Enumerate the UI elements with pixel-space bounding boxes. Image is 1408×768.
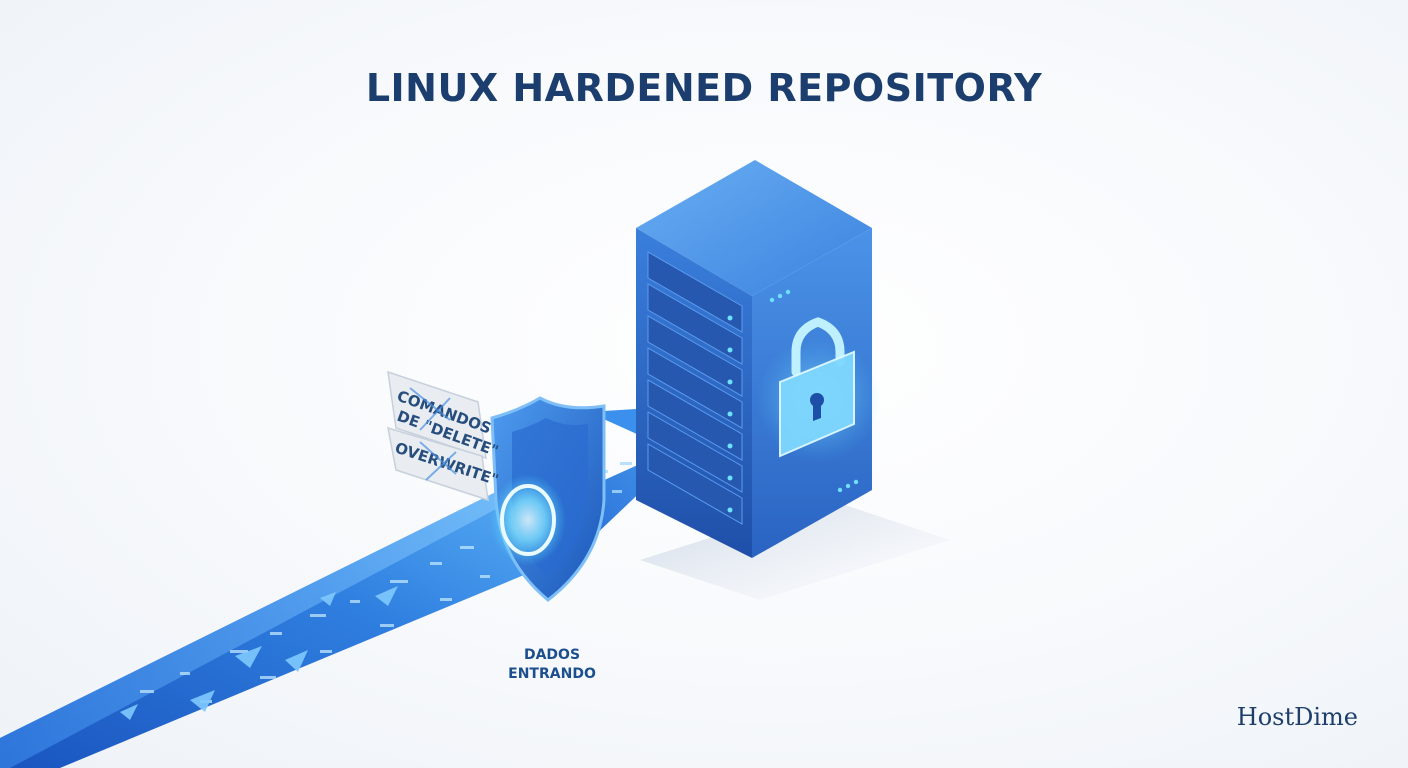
strike-mark [409, 387, 451, 421]
strike-mark [419, 397, 451, 431]
server-shadow [640, 500, 950, 600]
incoming-data-line1: DADOS [523, 647, 581, 663]
server-icon [636, 160, 872, 558]
strike-mark [425, 451, 457, 481]
page-title: LINUX HARDENED REPOSITORY [365, 66, 1043, 110]
incoming-data-line2: ENTRANDO [508, 666, 596, 682]
shield-glow-ring [490, 474, 566, 566]
data-stream [0, 480, 560, 768]
padlock-icon [756, 317, 880, 462]
blocked-delete-tag: COMANDOS DE "DELETE" [387, 370, 501, 460]
brand-logo: HostDime [1236, 703, 1358, 731]
strike-mark [419, 441, 457, 475]
incoming-data-label: DADOS ENTRANDO [482, 646, 622, 684]
